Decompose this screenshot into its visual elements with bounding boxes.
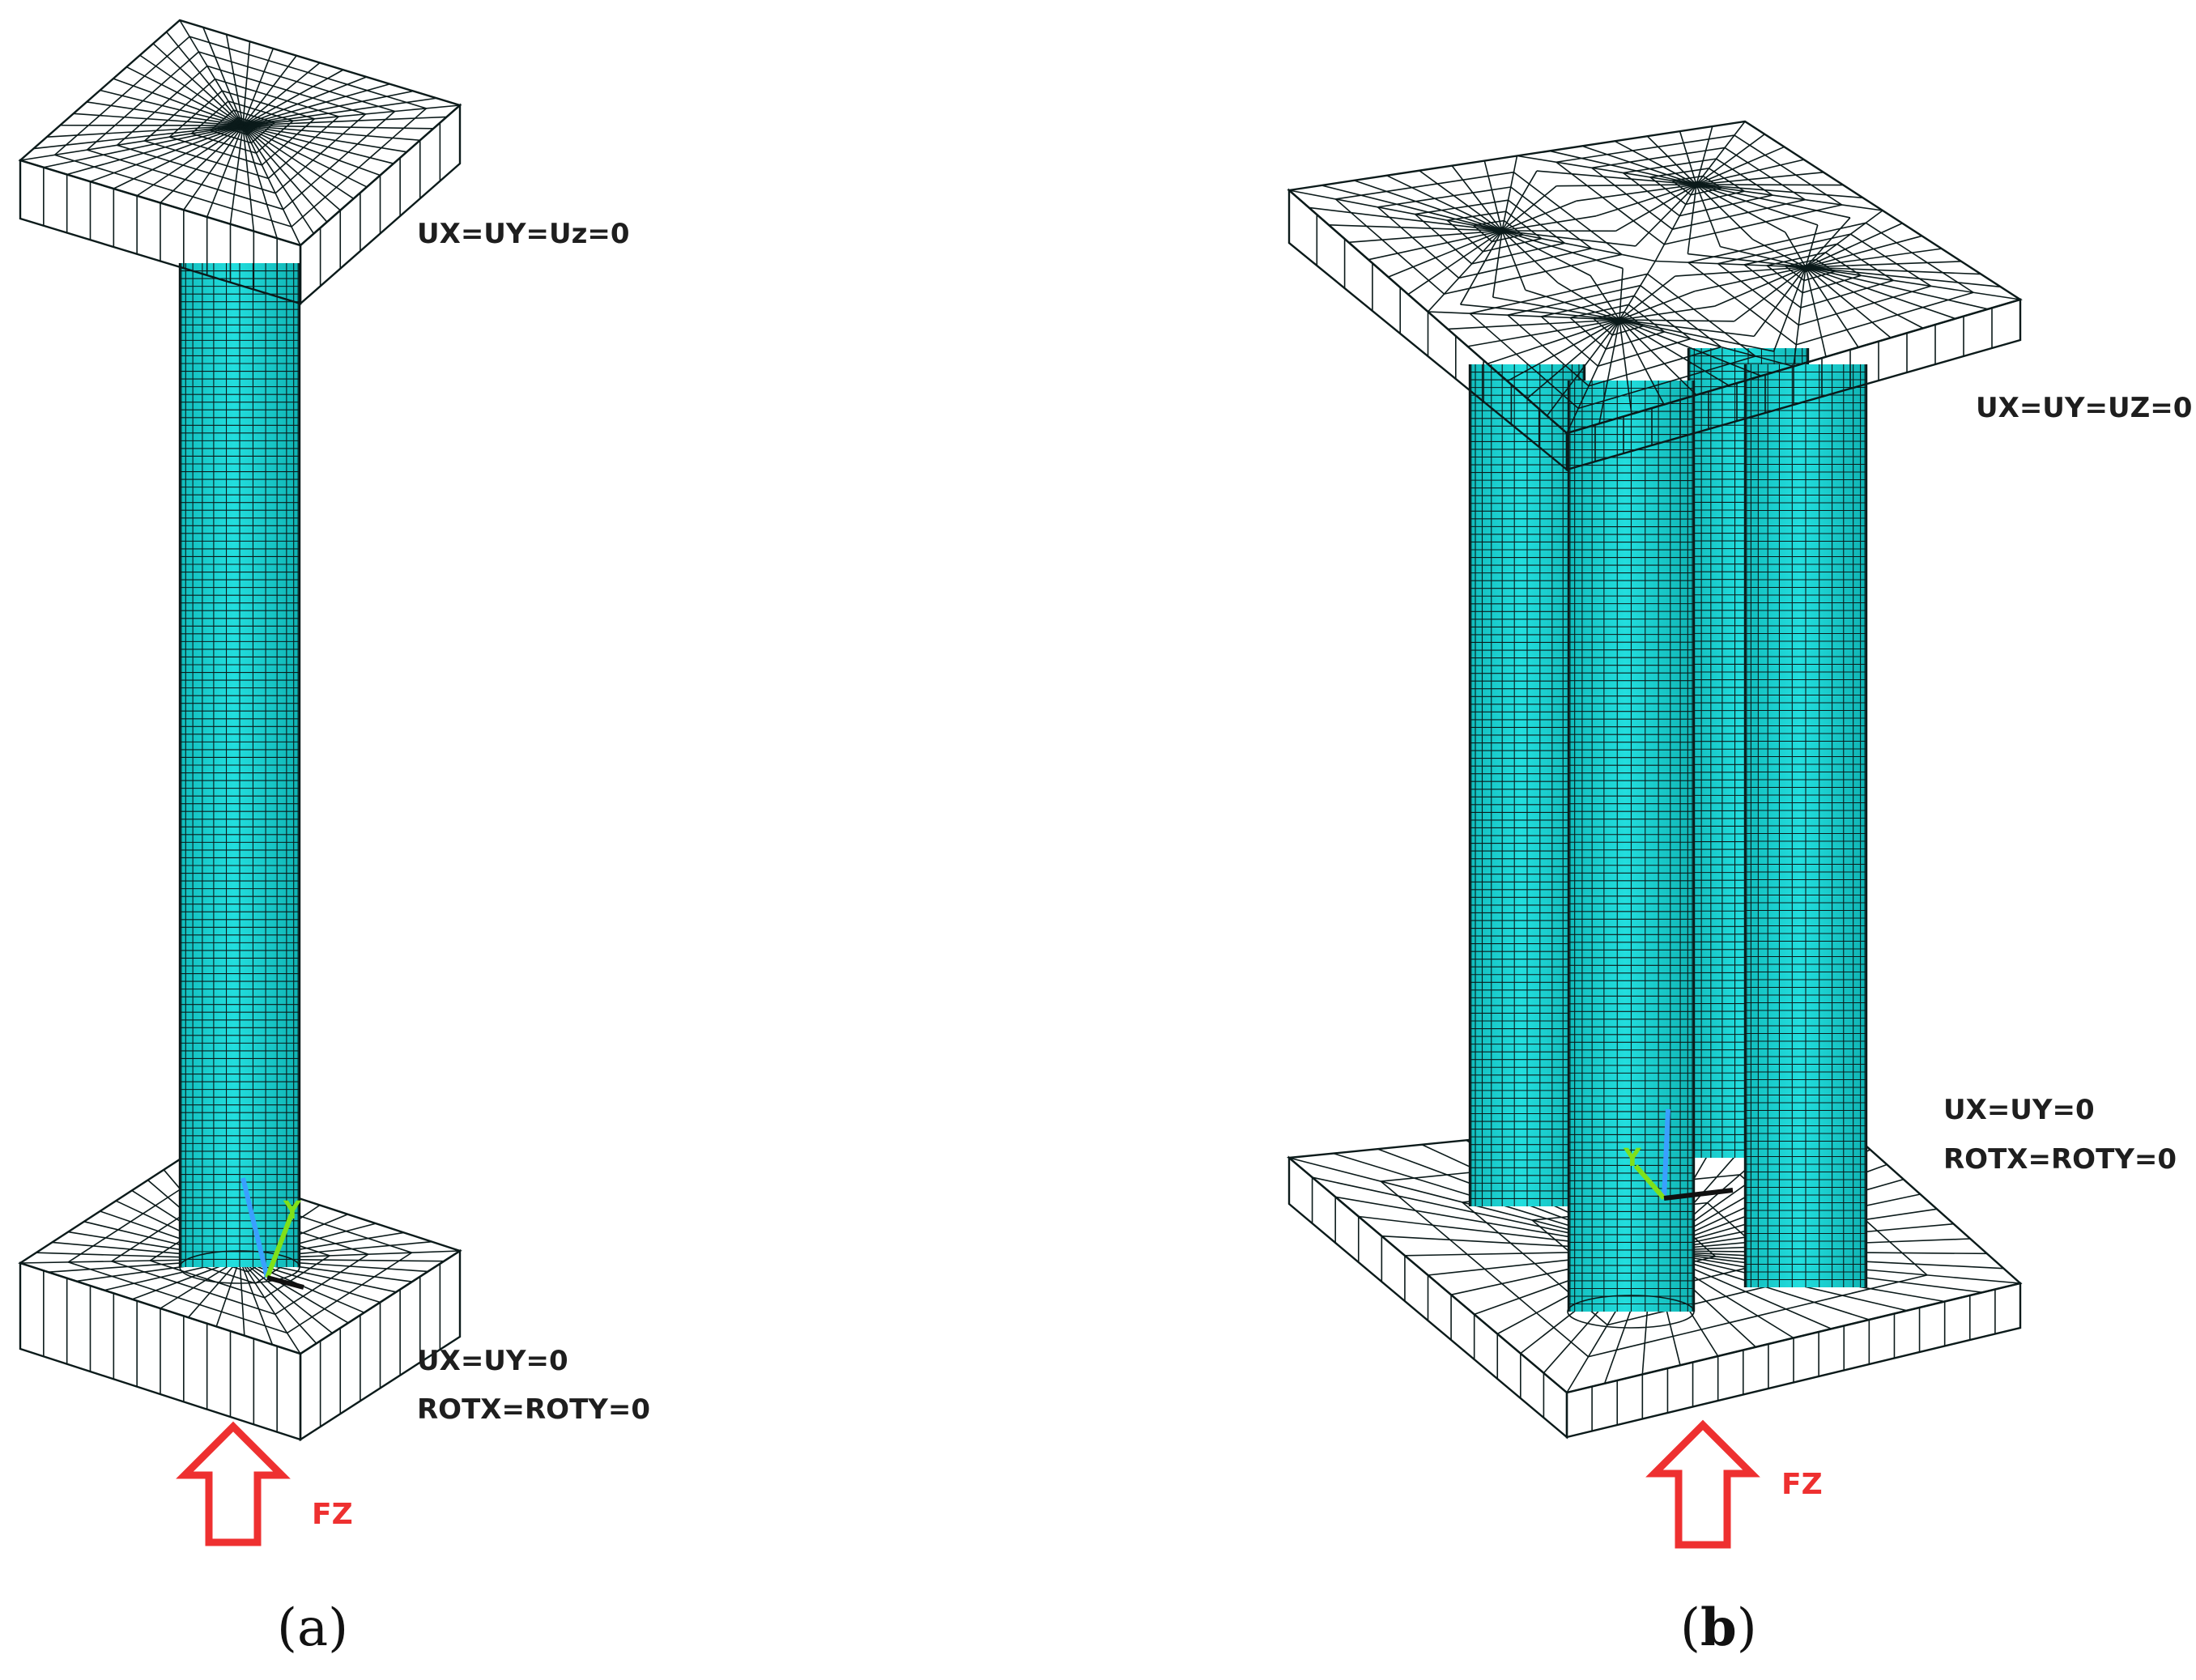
panel-a-force-label: FZ — [312, 1498, 353, 1531]
panel-b-force-label: FZ — [1781, 1468, 1823, 1501]
panel-a-bottom-bc-label-line2: ROTX=ROTY=0 — [417, 1393, 650, 1426]
panel-b-axis-triad-icon: Y — [1623, 1108, 1734, 1201]
panel-b-columns — [1468, 348, 1868, 1329]
panel-b-four-column-model: Y UX=UY=UZ=0 UX=UY=0 ROTX=ROTY=0 FZ (b) — [1287, 120, 2192, 1658]
panel-a-caption: (a) — [277, 1598, 348, 1658]
panel-b-column-left — [1468, 364, 1586, 1206]
panel-a-force-arrow-icon — [176, 1421, 291, 1546]
panel-a-column — [178, 263, 301, 1284]
panel-b-top-bc-label: UX=UY=UZ=0 — [1976, 392, 2192, 424]
panel-b-top-plate — [1287, 120, 2023, 472]
panel-b-column-right — [1743, 364, 1868, 1287]
panel-a-single-column-model: Y UX=UY=Uz=0 UX=UY=0 ROTX=ROTY=0 FZ (a) — [18, 19, 650, 1658]
panel-b-column-front — [1567, 381, 1696, 1329]
panel-b-bottom-bc-label-line1: UX=UY=0 — [1943, 1094, 2095, 1126]
panel-a-axis-triad-icon: Y — [240, 1177, 304, 1290]
panel-b-triad-y-label: Y — [1623, 1144, 1642, 1172]
panel-b-caption: (b) — [1680, 1597, 1757, 1658]
panel-a-bottom-bc-label-line1: UX=UY=0 — [417, 1345, 568, 1377]
panel-a-top-plate — [18, 19, 462, 306]
panel-b-bottom-bc-label-line2: ROTX=ROTY=0 — [1943, 1143, 2177, 1176]
panel-b-force-arrow-icon — [1645, 1419, 1760, 1549]
panel-a-top-bc-label: UX=UY=Uz=0 — [417, 218, 630, 250]
panel-a-triad-y-label: Y — [283, 1197, 302, 1225]
